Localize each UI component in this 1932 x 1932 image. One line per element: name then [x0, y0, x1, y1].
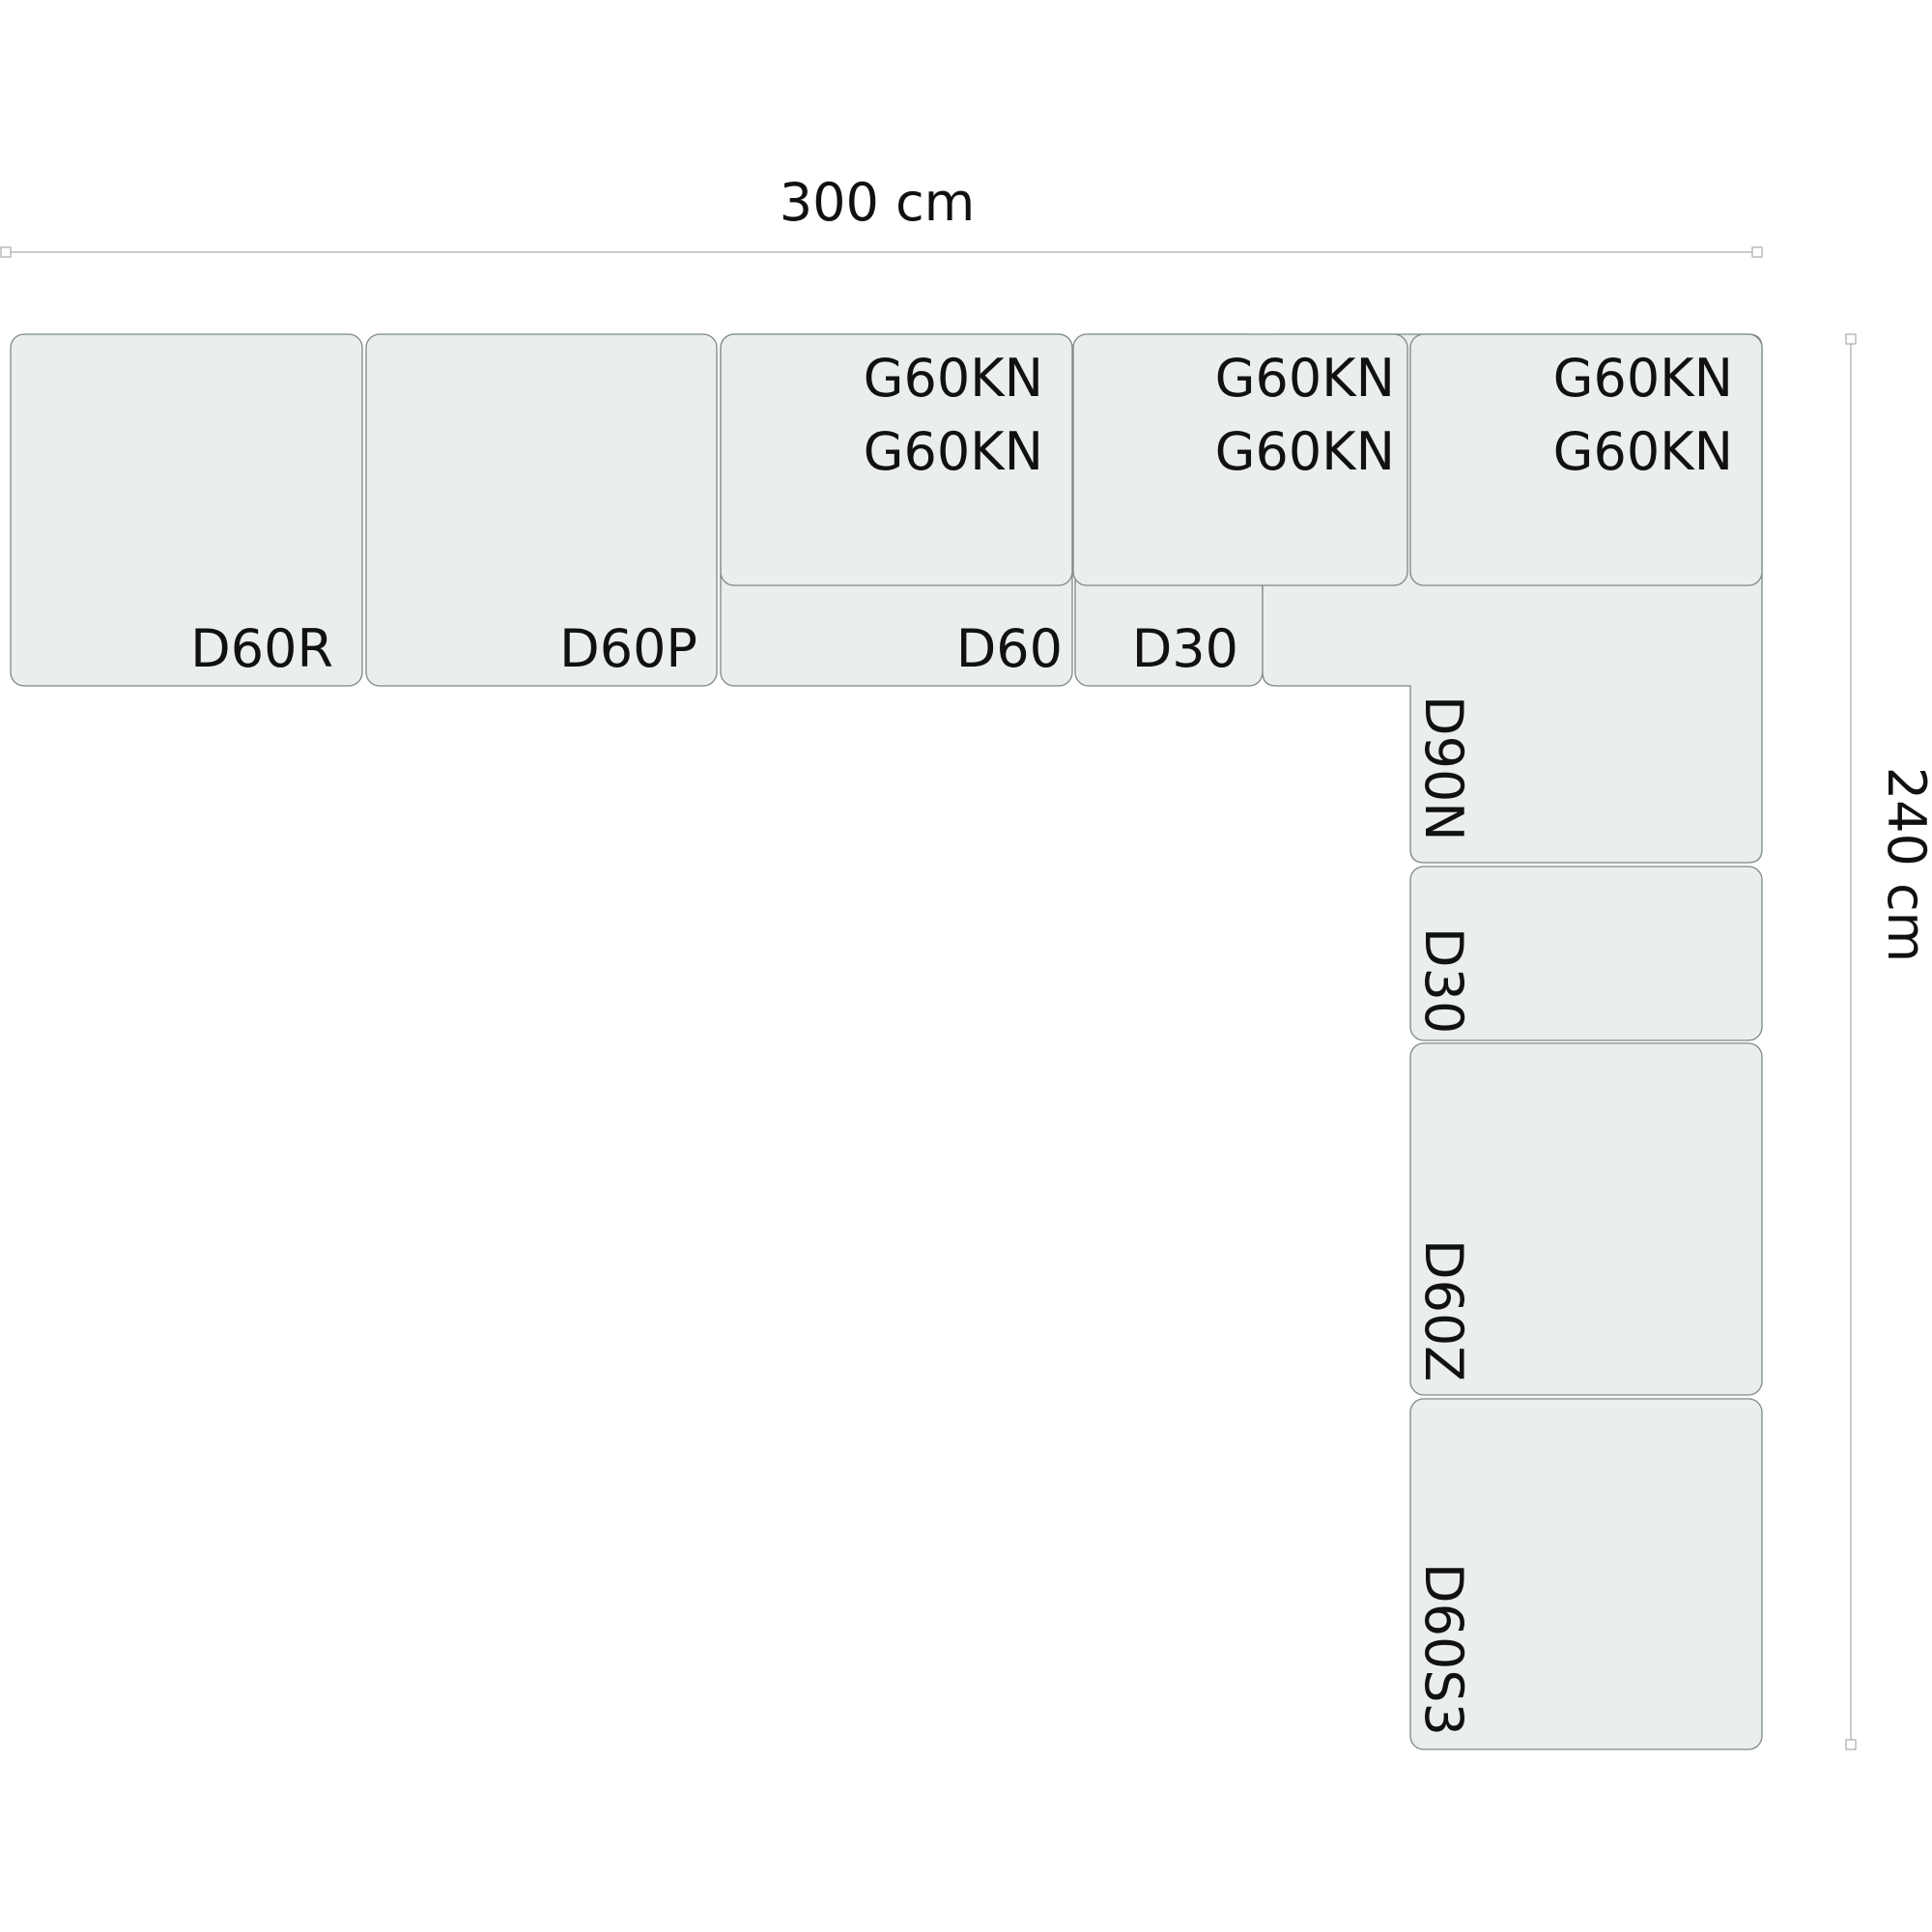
- module-d30-right[interactable]: D30: [1409, 866, 1763, 1041]
- module-d60z[interactable]: D60Z: [1409, 1042, 1763, 1396]
- module-label: D60: [956, 618, 1063, 679]
- cushion-label: G60KN: [1553, 348, 1733, 409]
- module-label: D60R: [190, 618, 333, 679]
- width-dimension: 300 cm: [0, 172, 1763, 258]
- module-label: D90N: [1413, 696, 1474, 841]
- cushion-label: G60KN: [864, 421, 1043, 482]
- cushion-g60kn-2[interactable]: G60KN G60KN: [1072, 333, 1408, 586]
- cushion-label: G60KN: [1215, 348, 1395, 409]
- module-label: D30: [1413, 927, 1474, 1034]
- module-d60s3[interactable]: D60S3: [1409, 1398, 1763, 1750]
- module-label: D60S3: [1413, 1563, 1474, 1736]
- cushion-label: G60KN: [1215, 421, 1395, 482]
- dimension-endpoint: [1845, 333, 1857, 345]
- cushion-g60kn-3[interactable]: G60KN G60KN: [1409, 333, 1763, 586]
- cushion-label: G60KN: [864, 348, 1043, 409]
- module-label: D60P: [559, 618, 697, 679]
- width-label: 300 cm: [780, 172, 976, 233]
- module-label: D60Z: [1413, 1239, 1474, 1381]
- module-d60r[interactable]: D60R: [10, 333, 363, 687]
- dimension-endpoint: [0, 246, 12, 258]
- height-dimension: 240 cm: [1845, 333, 1932, 1750]
- dimension-endpoint: [1751, 246, 1763, 258]
- height-label: 240 cm: [1876, 767, 1932, 963]
- dimension-endpoint: [1845, 1739, 1857, 1750]
- cushion-g60kn-1[interactable]: G60KN G60KN: [720, 333, 1073, 586]
- cushion-label: G60KN: [1553, 421, 1733, 482]
- module-label: D30: [1132, 618, 1238, 679]
- module-d60p[interactable]: D60P: [365, 333, 718, 687]
